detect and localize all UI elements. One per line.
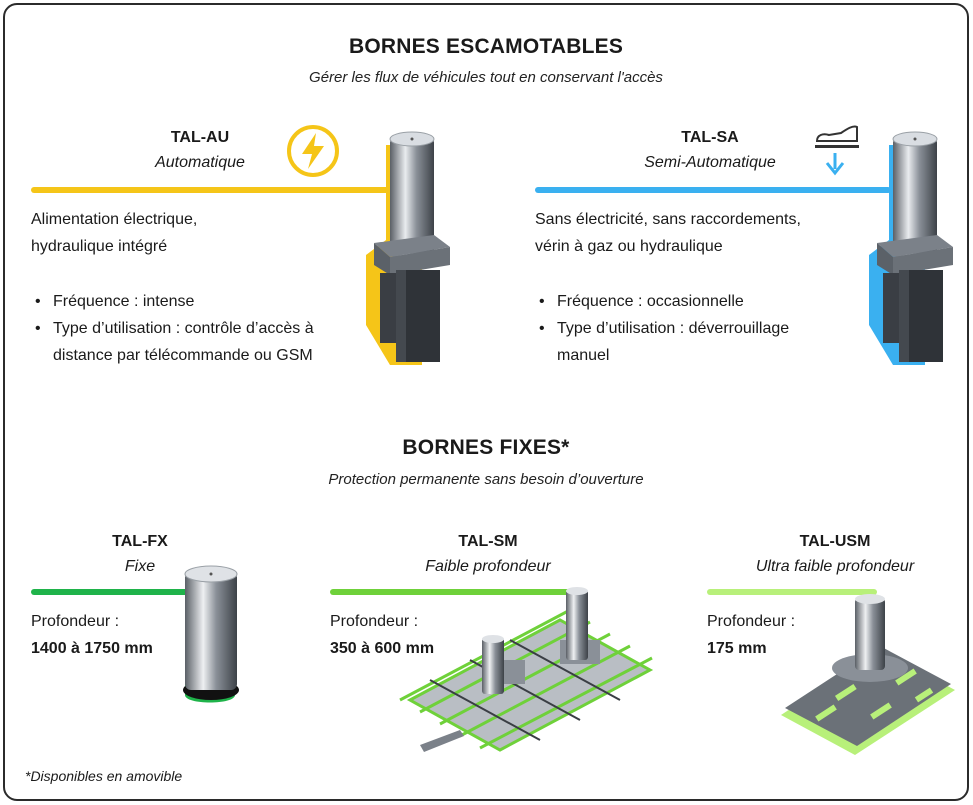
retractable-title: BORNES ESCAMOTABLES xyxy=(348,35,624,58)
bollard-image-tal-usm xyxy=(775,590,960,760)
foot-press-icon xyxy=(811,119,861,179)
product-name-tal-fx: TAL-FX xyxy=(112,533,168,550)
fixed-title: BORNES FIXES* xyxy=(402,436,570,459)
description-tal-sa: Sans électricité, sans raccordements, vé… xyxy=(535,211,801,255)
lightning-bolt-icon xyxy=(285,123,341,179)
list-item: Fréquence : occasionnelle xyxy=(525,288,845,315)
depth-tal-fx: Profondeur : 1400 à 1750 mm xyxy=(31,613,153,657)
accent-line-tal-sm xyxy=(330,589,575,595)
accent-line-tal-au xyxy=(31,187,391,193)
product-name-tal-au: TAL-AU xyxy=(170,129,230,146)
product-type-tal-sa: Semi-Automatique xyxy=(644,154,776,171)
depth-tal-sm: Profondeur : 350 à 600 mm xyxy=(330,613,435,657)
product-type-tal-au: Automatique xyxy=(155,154,245,171)
list-item: Type d’utilisation : déverrouillage manu… xyxy=(525,315,845,369)
description-tal-au: Alimentation électrique, hydraulique int… xyxy=(31,211,198,255)
product-type-tal-usm: Ultra faible profondeur xyxy=(755,558,915,575)
bullet-list-tal-au: Fréquence : intense Type d’utilisation :… xyxy=(21,288,371,369)
infographic-frame: BORNES ESCAMOTABLES Gérer les flux de vé… xyxy=(3,3,969,801)
accent-line-tal-fx xyxy=(31,589,206,595)
bollard-image-tal-sa xyxy=(863,125,963,375)
product-type-tal-fx: Fixe xyxy=(124,558,156,575)
footnote: *Disponibles en amovible xyxy=(25,768,183,784)
depth-tal-usm: Profondeur : 175 mm xyxy=(707,613,796,657)
list-item: Type d’utilisation : contrôle d’accès à … xyxy=(21,315,371,369)
accent-line-tal-usm xyxy=(707,589,877,595)
bollard-image-tal-sm xyxy=(390,580,670,760)
product-name-tal-sm: TAL-SM xyxy=(458,533,518,550)
bollard-image-tal-au xyxy=(360,125,460,375)
product-name-tal-usm: TAL-USM xyxy=(799,533,871,550)
product-type-tal-sm: Faible profondeur xyxy=(425,558,551,575)
bullet-list-tal-sa: Fréquence : occasionnelle Type d’utilisa… xyxy=(525,288,845,369)
fixed-subtitle: Protection permanente sans besoin d’ouve… xyxy=(328,471,644,488)
retractable-subtitle: Gérer les flux de véhicules tout en cons… xyxy=(309,69,663,86)
accent-line-tal-sa xyxy=(535,187,891,193)
product-name-tal-sa: TAL-SA xyxy=(681,129,739,146)
list-item: Fréquence : intense xyxy=(21,288,371,315)
bollard-image-tal-fx xyxy=(175,560,245,710)
